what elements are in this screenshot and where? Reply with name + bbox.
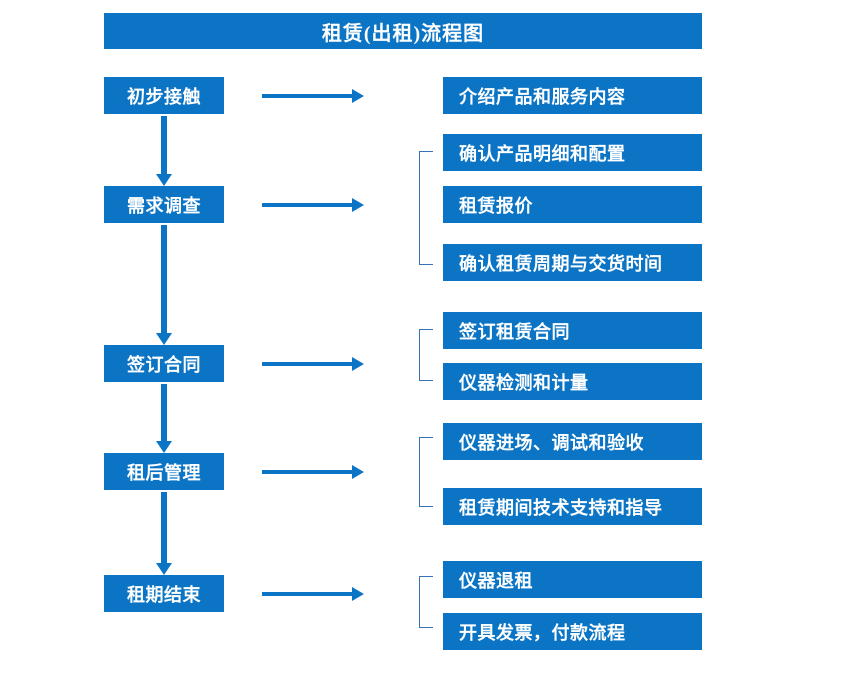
detail-label-3: 租赁报价 — [459, 195, 533, 216]
vertical-arrow-icon-1 — [154, 116, 174, 186]
detail-label-9: 仪器退租 — [459, 570, 533, 591]
detail-label-5: 签订租赁合同 — [459, 321, 570, 342]
detail-box-10[interactable]: 开具发票，付款流程 — [443, 613, 702, 650]
stage-label-5: 租期结束 — [127, 584, 201, 605]
diagram-title: 租赁(出租)流程图 — [321, 22, 485, 45]
detail-label-7: 仪器进场、调试和验收 — [459, 432, 644, 453]
detail-box-1[interactable]: 介绍产品和服务内容 — [443, 77, 702, 114]
detail-label-2: 确认产品明细和配置 — [459, 143, 626, 164]
detail-label-6: 仪器检测和计量 — [459, 372, 589, 393]
detail-box-6[interactable]: 仪器检测和计量 — [443, 363, 702, 400]
group-bracket-icon-3 — [419, 437, 433, 507]
stage-box-1[interactable]: 初步接触 — [104, 77, 224, 114]
vertical-arrow-icon-4 — [154, 492, 174, 575]
detail-box-2[interactable]: 确认产品明细和配置 — [443, 134, 702, 171]
detail-box-5[interactable]: 签订租赁合同 — [443, 312, 702, 349]
horizontal-arrow-icon-1 — [262, 87, 364, 105]
detail-label-1: 介绍产品和服务内容 — [459, 86, 626, 107]
vertical-arrow-icon-2 — [154, 225, 174, 345]
stage-box-4[interactable]: 租后管理 — [104, 453, 224, 490]
stage-box-5[interactable]: 租期结束 — [104, 575, 224, 612]
detail-box-4[interactable]: 确认租赁周期与交货时间 — [443, 244, 702, 281]
stage-box-2[interactable]: 需求调查 — [104, 186, 224, 223]
stage-label-4: 租后管理 — [127, 462, 201, 483]
horizontal-arrow-icon-4 — [262, 463, 364, 481]
stage-box-3[interactable]: 签订合同 — [104, 345, 224, 382]
stage-label-2: 需求调查 — [127, 195, 201, 216]
detail-label-4: 确认租赁周期与交货时间 — [459, 253, 663, 274]
group-bracket-icon-2 — [419, 329, 433, 381]
vertical-arrow-icon-3 — [154, 384, 174, 453]
horizontal-arrow-icon-2 — [262, 196, 364, 214]
stage-label-3: 签订合同 — [127, 354, 201, 375]
horizontal-arrow-icon-5 — [262, 585, 364, 603]
detail-box-3[interactable]: 租赁报价 — [443, 186, 702, 223]
detail-box-7[interactable]: 仪器进场、调试和验收 — [443, 423, 702, 460]
diagram-title-bar: 租赁(出租)流程图 — [104, 13, 702, 49]
group-bracket-icon-1 — [419, 151, 433, 265]
detail-label-8: 租赁期间技术支持和指导 — [459, 497, 663, 518]
group-bracket-icon-4 — [419, 576, 433, 628]
detail-box-8[interactable]: 租赁期间技术支持和指导 — [443, 488, 702, 525]
detail-label-10: 开具发票，付款流程 — [459, 622, 626, 643]
stage-label-1: 初步接触 — [127, 86, 201, 107]
detail-box-9[interactable]: 仪器退租 — [443, 561, 702, 598]
horizontal-arrow-icon-3 — [262, 355, 364, 373]
